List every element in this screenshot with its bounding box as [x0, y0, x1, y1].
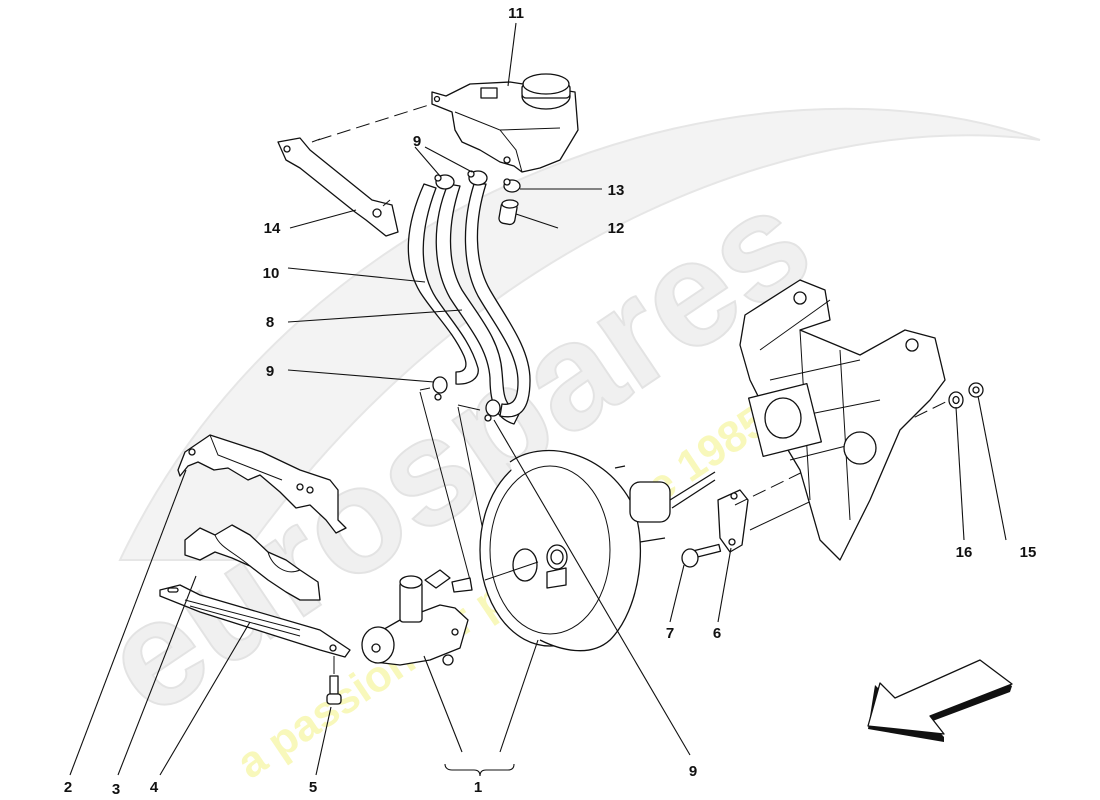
lower-pipe-holder[interactable]: [184, 524, 321, 601]
callout-16[interactable]: 16: [956, 544, 973, 561]
callout-7[interactable]: 7: [666, 625, 674, 642]
hose-clamp-lower-left[interactable]: [432, 376, 448, 401]
hose-clamp-lower-right[interactable]: [484, 399, 501, 422]
reservoir-bracket[interactable]: [277, 137, 399, 237]
callout-6[interactable]: 6: [713, 625, 721, 642]
direction-arrow-icon: [867, 659, 1013, 742]
callout-8[interactable]: 8: [266, 314, 274, 331]
screw-5[interactable]: [326, 656, 342, 705]
callout-12[interactable]: 12: [608, 220, 625, 237]
hose-10[interactable]: [407, 183, 479, 385]
washer-16[interactable]: [948, 391, 964, 409]
callout-5[interactable]: 5: [309, 779, 317, 796]
fluid-reservoir[interactable]: [431, 73, 579, 173]
nut-15[interactable]: [968, 382, 984, 398]
pedal-box-bracket[interactable]: [739, 279, 946, 561]
callout-11[interactable]: 11: [508, 5, 524, 22]
callout-9-middle[interactable]: 9: [266, 363, 274, 380]
callouts: 1 2 3 4 5 6 7 8 9 9 9 10 11 12 13 14 15 …: [64, 5, 1037, 798]
callout-14[interactable]: 14: [264, 220, 281, 237]
upper-pipe-cover[interactable]: [177, 434, 347, 534]
hose-clamp-top-mid[interactable]: [467, 170, 488, 186]
clamp-13[interactable]: [503, 178, 521, 193]
callout-10[interactable]: 10: [263, 265, 280, 282]
callout-9-top[interactable]: 9: [413, 133, 421, 150]
sleeve-12[interactable]: [498, 199, 519, 226]
callout-2[interactable]: 2: [64, 779, 72, 796]
callout-3[interactable]: 3: [112, 781, 120, 798]
brake-servo[interactable]: [479, 449, 716, 652]
hose-8[interactable]: [435, 183, 531, 425]
callout-4[interactable]: 4: [150, 779, 159, 796]
master-cylinder[interactable]: [361, 569, 473, 666]
callout-15[interactable]: 15: [1020, 544, 1037, 561]
callout-13[interactable]: 13: [608, 182, 625, 199]
callout-1[interactable]: 1: [474, 779, 482, 796]
callout-9-bottom[interactable]: 9: [689, 763, 697, 780]
gasket-6[interactable]: [717, 489, 749, 553]
hose-clamp-top-left[interactable]: [434, 174, 455, 190]
leader-lines: [69, 22, 1007, 777]
bolt-7[interactable]: [681, 543, 722, 568]
